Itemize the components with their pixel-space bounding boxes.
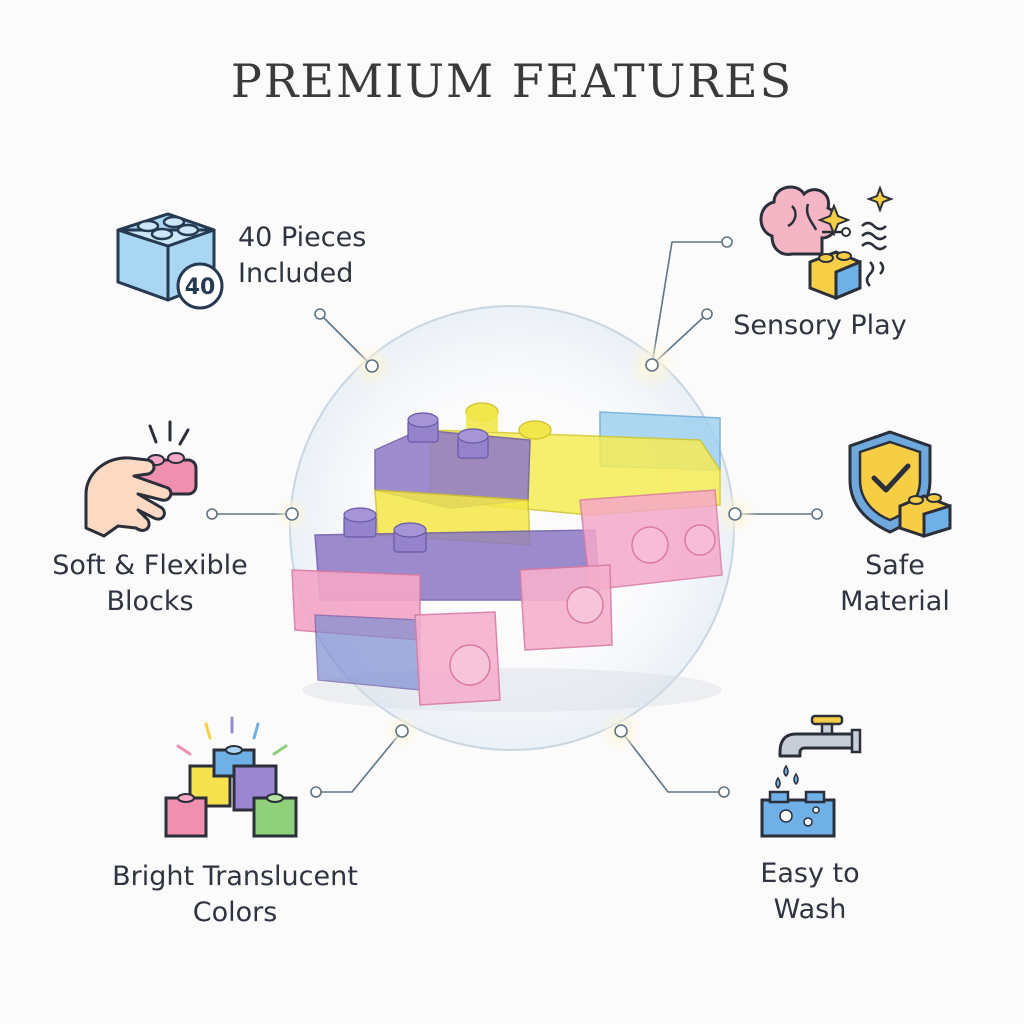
feature-safe-line2: Material bbox=[840, 586, 950, 617]
feature-wash-line2: Wash bbox=[773, 894, 847, 925]
feature-label-bright: Bright Translucent Colors bbox=[90, 859, 380, 931]
feature-soft-line1: Soft & Flexible bbox=[52, 550, 248, 581]
feature-pieces-line2: Included bbox=[238, 258, 354, 289]
connector-bright bbox=[316, 730, 403, 793]
feature-bright-line2: Colors bbox=[192, 897, 278, 928]
product-brick-vehicle bbox=[291, 402, 723, 712]
faucet-wash-icon bbox=[760, 714, 862, 838]
feature-bright-line1: Bright Translucent bbox=[112, 861, 358, 892]
feature-label-pieces: 40 Pieces Included bbox=[238, 220, 366, 292]
brain-sensory-icon bbox=[759, 185, 894, 301]
feature-label-sensory: Sensory Play bbox=[700, 308, 940, 344]
feature-pieces-line1: 40 Pieces bbox=[238, 222, 367, 253]
feature-label-safe: Safe Material bbox=[810, 548, 980, 620]
hand-squeeze-icon bbox=[84, 420, 198, 538]
colorful-blocks-icon bbox=[164, 716, 298, 838]
feature-label-wash: Easy to Wash bbox=[720, 856, 900, 928]
feature-label-soft: Soft & Flexible Blocks bbox=[30, 548, 270, 620]
feature-soft-line2: Blocks bbox=[106, 586, 194, 617]
pieces-count-badge: 40 bbox=[185, 275, 216, 300]
feature-wash-line1: Easy to bbox=[760, 858, 860, 889]
connector-nodes bbox=[206, 236, 823, 798]
feature-safe-line1: Safe bbox=[865, 550, 925, 581]
connector-sensory-top bbox=[651, 241, 727, 366]
shield-check-icon bbox=[848, 430, 952, 538]
feature-sensory-line1: Sensory Play bbox=[733, 310, 907, 341]
connector-wash bbox=[620, 730, 724, 793]
page-title: PREMIUM FEATURES bbox=[230, 54, 794, 108]
brick-40-icon: 40 bbox=[116, 212, 224, 310]
